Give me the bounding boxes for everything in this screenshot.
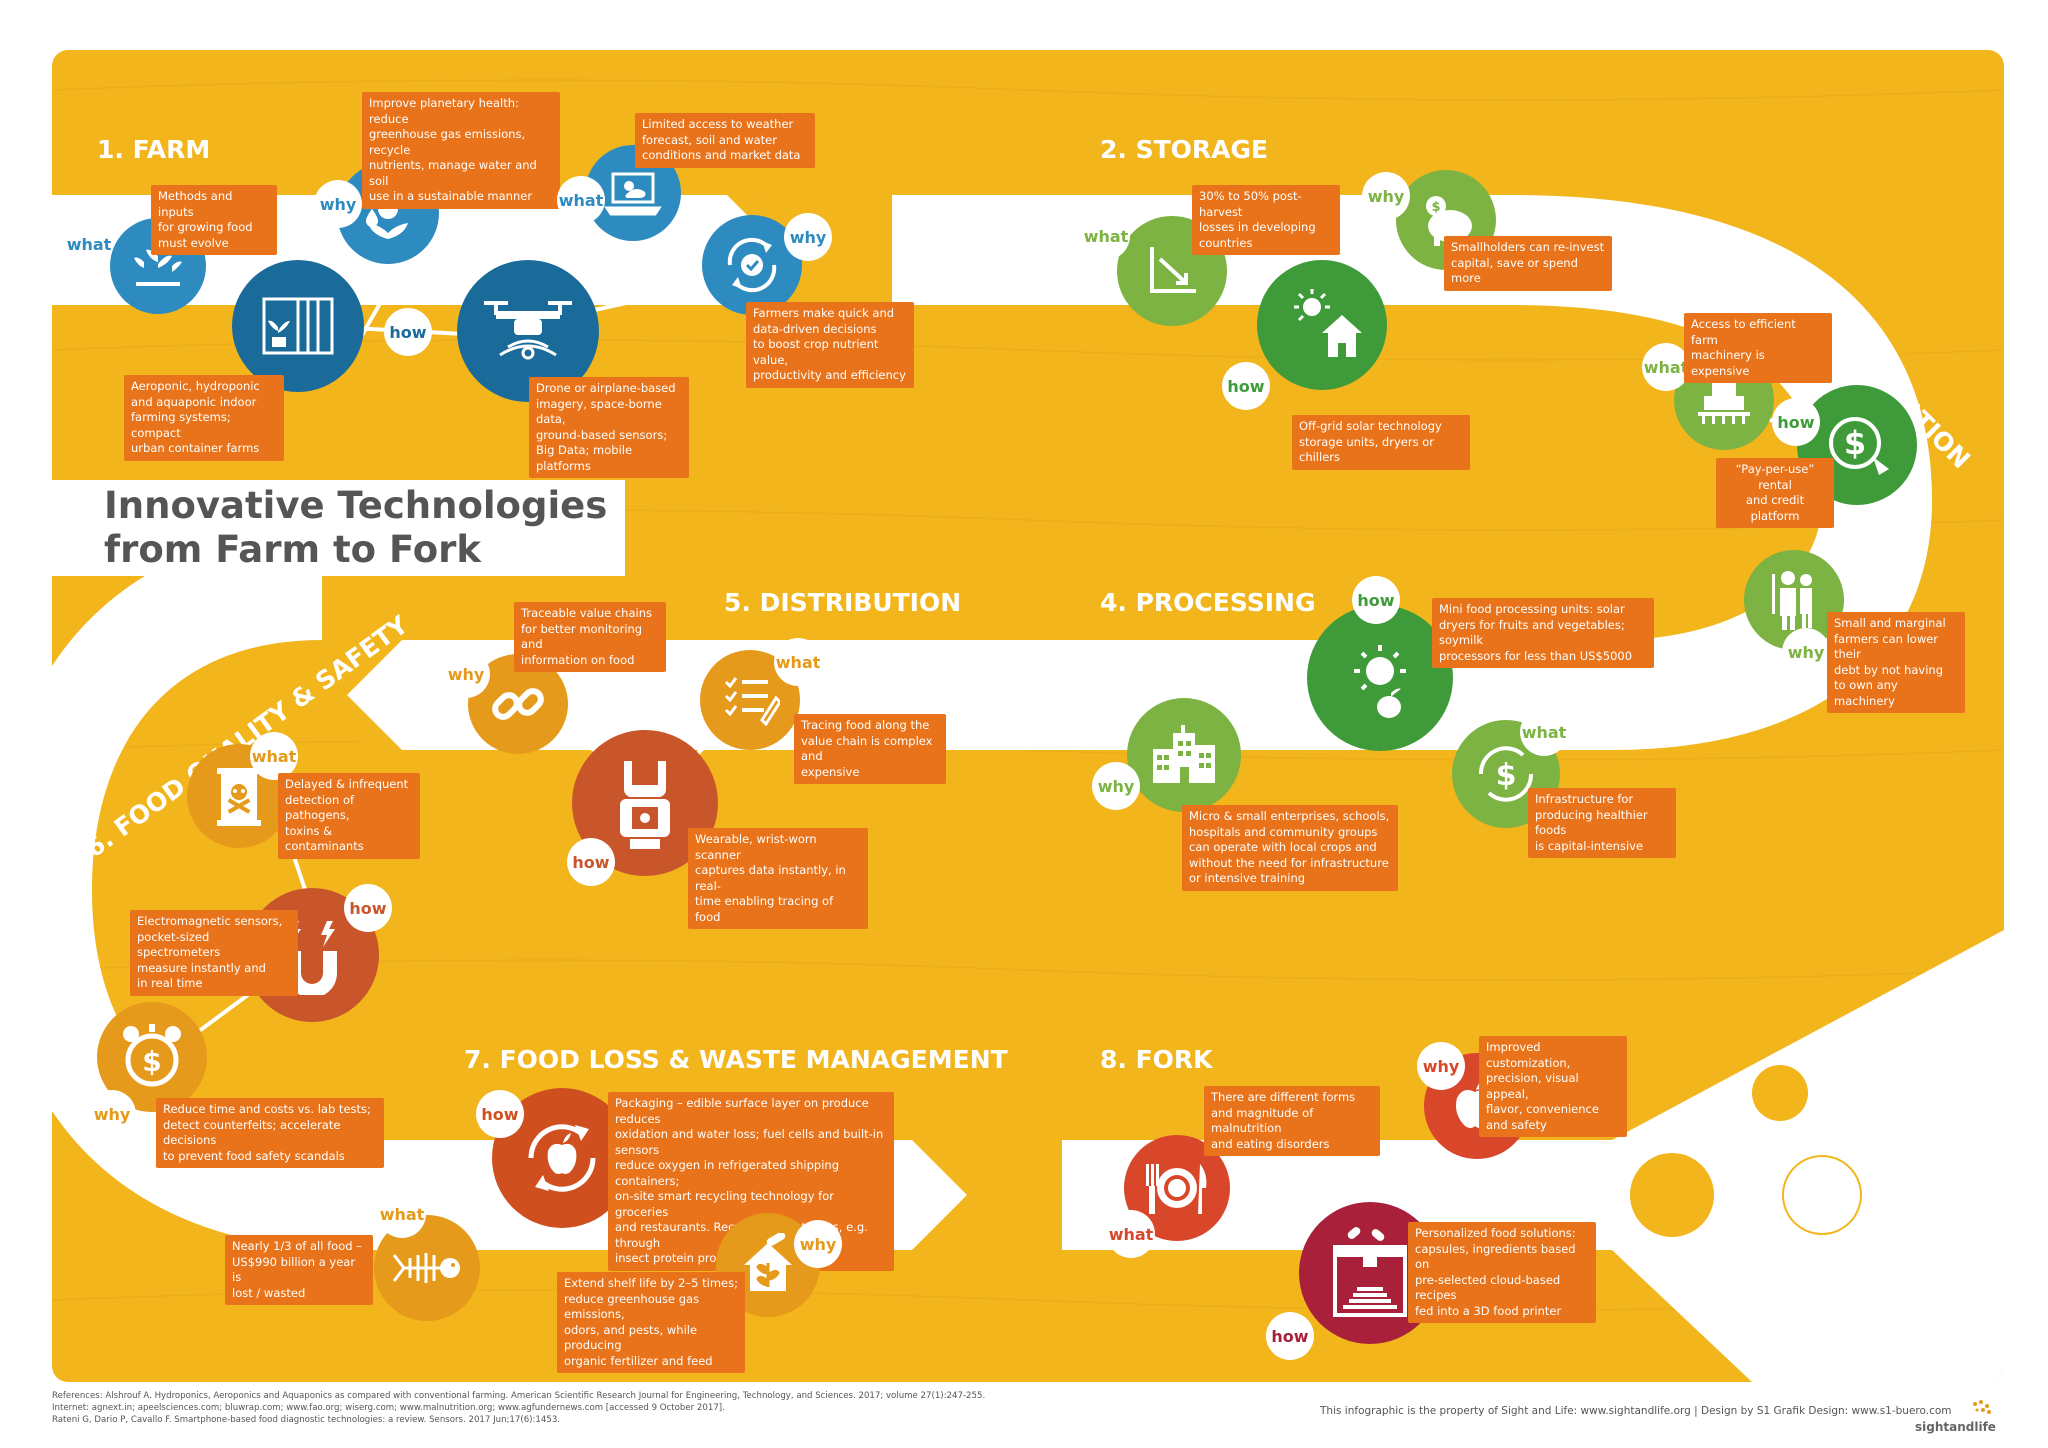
svg-text:$: $	[1496, 758, 1517, 793]
tag-how-dist: how	[567, 838, 615, 886]
tag-what-proc: what	[1520, 708, 1568, 756]
section-farm: 1. FARM	[97, 135, 211, 164]
container-farm-icon	[232, 260, 364, 392]
tag-what-loss: what	[378, 1190, 426, 1238]
pacman-mouth	[1612, 930, 2004, 1382]
tag-why-storage: why	[1362, 172, 1410, 220]
fish-bone-icon	[374, 1215, 480, 1321]
tag-why-fork: why	[1417, 1042, 1465, 1090]
svg-text:$: $	[1431, 200, 1440, 215]
svg-text:$: $	[142, 1045, 161, 1078]
section-loss: 7. FOOD LOSS & WASTE MANAGEMENT	[464, 1045, 1008, 1074]
section-processing: 4. PROCESSING	[1100, 588, 1316, 617]
tag-how-agg: how	[1772, 398, 1820, 446]
callout-dist-how: Wearable, wrist-worn scanner captures da…	[688, 828, 868, 929]
callout-fork-how: Personalized food solutions: capsules, i…	[1408, 1222, 1596, 1323]
callout-proc-what: Infrastructure for producing healthier f…	[1528, 788, 1676, 858]
pill-house-icon	[716, 1213, 820, 1317]
road-and-connectors	[52, 79, 2004, 1382]
svg-text:$: $	[1844, 424, 1866, 462]
callout-farm-what: Methods and inputs for growing food must…	[151, 185, 277, 255]
tag-what-qual: what	[250, 732, 298, 780]
callout-farm-why: Improve planetary health: reduce greenho…	[362, 92, 560, 209]
references: References: Alshrouf A. Hydroponics, Aer…	[52, 1391, 986, 1425]
callout-qual-how: Electromagnetic sensors, pocket-sized sp…	[130, 910, 298, 996]
tag-why-dist: why	[442, 650, 490, 698]
solar-fruit-icon	[1307, 605, 1453, 751]
callout-agg-what: Access to efficient farm machinery is ex…	[1684, 313, 1832, 383]
tag-how-loss: how	[476, 1090, 524, 1138]
page-title: Innovative Technologies from Farm to For…	[104, 484, 608, 571]
callout-dist-why: Traceable value chains for better monito…	[514, 602, 666, 672]
callout-farm-how2: Drone or airplane-based imagery, space-b…	[529, 377, 689, 478]
tag-how-qual: how	[344, 884, 392, 932]
tag-how-fork: how	[1266, 1312, 1314, 1360]
solar-house-icon	[1257, 260, 1387, 390]
tag-why-2: why	[784, 213, 832, 261]
callout-storage-what: 30% to 50% post-harvest losses in develo…	[1192, 185, 1340, 255]
sightandlife-logo: sightandlife	[1915, 1398, 1996, 1438]
tag-why: why	[314, 180, 362, 228]
callout-dist-what: Tracing food along the value chain is co…	[794, 714, 946, 784]
callout-agg-why: Small and marginal farmers can lower the…	[1827, 612, 1965, 713]
tag-what-fork: what	[1107, 1210, 1155, 1258]
callout-farm-what2: Limited access to weather forecast, soil…	[635, 113, 815, 168]
title-box: Innovative Technologies from Farm to For…	[52, 480, 626, 576]
section-storage: 2. STORAGE	[1100, 135, 1269, 164]
credit-line: This infographic is the property of Sigh…	[1320, 1405, 1952, 1417]
callout-loss-what: Nearly 1/3 of all food – US$990 billion …	[225, 1235, 373, 1305]
tag-why-agg: why	[1782, 628, 1830, 676]
callout-proc-why: Micro & small enterprises, schools, hosp…	[1182, 805, 1398, 891]
callout-agg-how: “Pay-per-use” rental and credit platform	[1716, 458, 1834, 528]
tag-what-agg: what	[1642, 343, 1690, 391]
tag-what: what	[65, 220, 113, 268]
dollar-touch-icon: $	[1797, 385, 1917, 505]
callout-qual-what: Delayed & infrequent detection of pathog…	[278, 773, 420, 859]
infographic-board: Innovative Technologies from Farm to For…	[52, 50, 2004, 1382]
callout-storage-why: Smallholders can re-invest capital, save…	[1444, 236, 1612, 291]
callout-proc-how: Mini food processing units: solar dryers…	[1432, 598, 1654, 668]
tag-why-loss: why	[794, 1220, 842, 1268]
logo-text: sightandlife	[1915, 1420, 1996, 1434]
tag-why-qual: why	[88, 1090, 136, 1138]
callout-loss-why: Extend shelf life by 2–5 times; reduce g…	[557, 1272, 745, 1373]
callout-qual-why: Reduce time and costs vs. lab tests; det…	[156, 1098, 384, 1168]
tag-how-storage: how	[1222, 362, 1270, 410]
tag-why-proc: why	[1092, 762, 1140, 810]
tag-what-2: what	[557, 176, 605, 224]
tag-how-proc: how	[1352, 576, 1400, 624]
section-fork: 8. FORK	[1100, 1045, 1213, 1074]
section-distribution: 5. DISTRIBUTION	[724, 588, 962, 617]
tag-how: how	[384, 308, 432, 356]
tag-what-dist: what	[774, 638, 822, 686]
callout-fork-what: There are different forms and magnitude …	[1204, 1086, 1380, 1156]
callout-farm-how: Aeroponic, hydroponic and aquaponic indo…	[124, 375, 284, 461]
callout-farm-why2: Farmers make quick and data-driven decis…	[746, 302, 914, 388]
buildings-icon	[1127, 698, 1241, 812]
callout-fork-why: Improved customization, precision, visua…	[1479, 1036, 1627, 1137]
callout-storage-how: Off-grid solar technology storage units,…	[1292, 415, 1470, 470]
tag-what-storage: what	[1082, 212, 1130, 260]
